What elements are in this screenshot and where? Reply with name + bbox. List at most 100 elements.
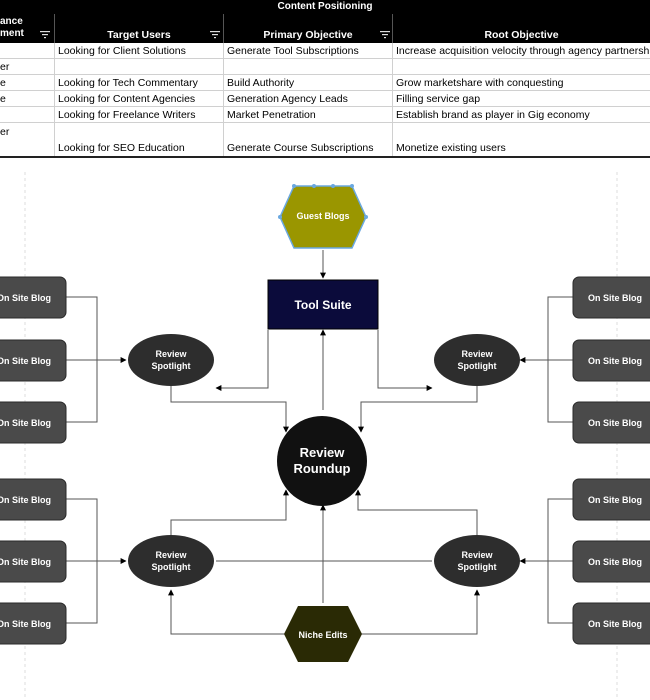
header-row: ance ment Target Users Primary Objective…: [0, 14, 650, 43]
table-row[interactable]: e Looking for Tech Commentary Build Auth…: [0, 75, 650, 91]
on-site-blog-shape[interactable]: [0, 276, 67, 319]
review-roundup-node[interactable]: Review Roundup: [277, 416, 367, 506]
selection-handle[interactable]: [364, 215, 368, 219]
table-cell[interactable]: Generation Agency Leads: [227, 93, 348, 105]
on-site-blog-node[interactable]: On Site Blog: [0, 602, 67, 645]
on-site-blog-label: On Site Blog: [0, 557, 51, 567]
on-site-blog-shape[interactable]: [572, 602, 650, 645]
on-site-blog-label: On Site Blog: [0, 619, 51, 629]
on-site-blog-shape[interactable]: [0, 602, 67, 645]
on-site-blog-node[interactable]: On Site Blog: [572, 602, 650, 645]
review-spotlight-label-line2: Spotlight: [152, 562, 191, 572]
on-site-blog-shape[interactable]: [0, 478, 67, 521]
selection-handle[interactable]: [312, 184, 316, 188]
table-cell[interactable]: Looking for SEO Education: [58, 142, 185, 154]
on-site-blog-node[interactable]: On Site Blog: [0, 401, 67, 444]
review-spotlight-label-line1: Review: [461, 550, 493, 560]
on-site-blog-label: On Site Blog: [588, 293, 642, 303]
header-separator: [392, 14, 393, 43]
on-site-blog-shape[interactable]: [0, 540, 67, 583]
on-site-blog-node[interactable]: On Site Blog: [572, 276, 650, 319]
on-site-blog-node[interactable]: On Site Blog: [0, 276, 67, 319]
niche-edits-node[interactable]: Niche Edits: [284, 606, 362, 662]
on-site-blog-label: On Site Blog: [0, 418, 51, 428]
review-spotlight-shape[interactable]: [434, 535, 520, 587]
table-cell[interactable]: Looking for Client Solutions: [58, 45, 186, 57]
selection-handle[interactable]: [350, 184, 354, 188]
review-spotlight-node[interactable]: Review Spotlight: [434, 535, 520, 587]
review-spotlight-label-line1: Review: [461, 349, 493, 359]
on-site-blog-shape[interactable]: [572, 339, 650, 382]
table-cell[interactable]: er: [0, 126, 10, 138]
on-site-blog-label: On Site Blog: [588, 418, 642, 428]
on-site-blog-node[interactable]: On Site Blog: [572, 540, 650, 583]
table-row[interactable]: Looking for Client Solutions Generate To…: [0, 43, 650, 59]
on-site-blog-node[interactable]: On Site Blog: [572, 478, 650, 521]
review-spotlight-node[interactable]: Review Spotlight: [128, 535, 214, 587]
selection-handle[interactable]: [331, 184, 335, 188]
selection-handle[interactable]: [292, 184, 296, 188]
table-row[interactable]: Looking for Freelance Writers Market Pen…: [0, 107, 650, 123]
review-roundup-label-line1: Review: [300, 445, 346, 460]
on-site-blog-node[interactable]: On Site Blog: [0, 540, 67, 583]
tool-suite-node[interactable]: Tool Suite: [267, 279, 379, 330]
guest-blogs-node[interactable]: Guest Blogs: [279, 185, 367, 249]
selection-handles[interactable]: [278, 184, 368, 219]
filter-icon[interactable]: [40, 31, 50, 39]
column-header-1-label: Target Users: [107, 29, 171, 41]
flow-diagram: Guest Blogs Tool Suite Review Roundup Re…: [0, 172, 650, 700]
on-site-blog-node[interactable]: On Site Blog: [0, 339, 67, 382]
table-cell[interactable]: Looking for Content Agencies: [58, 93, 196, 105]
table-cell[interactable]: Increase acquisition velocity through ag…: [396, 45, 650, 57]
niche-edits-label: Niche Edits: [298, 630, 347, 640]
on-site-blog-shape[interactable]: [572, 276, 650, 319]
table-cell[interactable]: Build Authority: [227, 77, 295, 89]
on-site-blog-shape[interactable]: [572, 478, 650, 521]
table-cell[interactable]: Establish brand as player in Gig economy: [396, 109, 590, 121]
table-cell[interactable]: e: [0, 77, 6, 89]
column-header-0-line2: ment: [0, 28, 24, 39]
connector-spotlight-to-hub: [355, 489, 478, 540]
on-site-blog-shape[interactable]: [572, 401, 650, 444]
review-spotlight-label-line2: Spotlight: [152, 361, 191, 371]
table-cell[interactable]: Generate Tool Subscriptions: [227, 45, 359, 57]
review-spotlight-node[interactable]: Review Spotlight: [128, 334, 214, 386]
connector-group: [66, 250, 573, 635]
on-site-blog-node[interactable]: On Site Blog: [572, 401, 650, 444]
table-cell[interactable]: Generate Course Subscriptions: [227, 142, 374, 154]
review-spotlight-node[interactable]: Review Spotlight: [434, 334, 520, 386]
table-cell[interactable]: Grow marketshare with conquesting: [396, 77, 564, 89]
table-cell[interactable]: Monetize existing users: [396, 142, 506, 154]
tool-suite-label: Tool Suite: [294, 298, 351, 312]
niche-edits-shape[interactable]: [284, 606, 362, 662]
selection-handle[interactable]: [278, 215, 282, 219]
on-site-blog-node[interactable]: On Site Blog: [0, 478, 67, 521]
table-row[interactable]: e Looking for Content Agencies Generatio…: [0, 91, 650, 107]
review-spotlight-shape[interactable]: [128, 535, 214, 587]
table-row[interactable]: er Looking for SEO Education Generate Co…: [0, 123, 650, 155]
column-header-1[interactable]: Target Users: [55, 14, 223, 43]
review-spotlight-shape[interactable]: [128, 334, 214, 386]
column-header-3-label: Root Objective: [484, 29, 559, 41]
column-header-0[interactable]: ance ment: [0, 14, 54, 43]
table-cell[interactable]: Market Penetration: [227, 109, 316, 121]
on-site-blog-shape[interactable]: [0, 401, 67, 444]
on-site-blog-shape[interactable]: [572, 540, 650, 583]
column-header-3[interactable]: Root Objective: [393, 14, 650, 43]
table-cell[interactable]: Looking for Freelance Writers: [58, 109, 196, 121]
review-roundup-shape[interactable]: [277, 416, 367, 506]
column-header-2[interactable]: Primary Objective: [224, 14, 392, 43]
table-cell[interactable]: Looking for Tech Commentary: [58, 77, 198, 89]
tool-suite-shape[interactable]: [267, 279, 379, 330]
filter-icon[interactable]: [380, 31, 390, 39]
table-cell[interactable]: Filling service gap: [396, 93, 481, 105]
table-row[interactable]: er: [0, 59, 650, 75]
column-divider: [392, 43, 393, 156]
on-site-blog-node[interactable]: On Site Blog: [572, 339, 650, 382]
table-cell[interactable]: e: [0, 93, 6, 105]
filter-icon[interactable]: [210, 31, 220, 39]
column-header-2-label: Primary Objective: [263, 29, 353, 41]
on-site-blog-shape[interactable]: [0, 339, 67, 382]
table-cell[interactable]: er: [0, 61, 10, 73]
review-spotlight-shape[interactable]: [434, 334, 520, 386]
